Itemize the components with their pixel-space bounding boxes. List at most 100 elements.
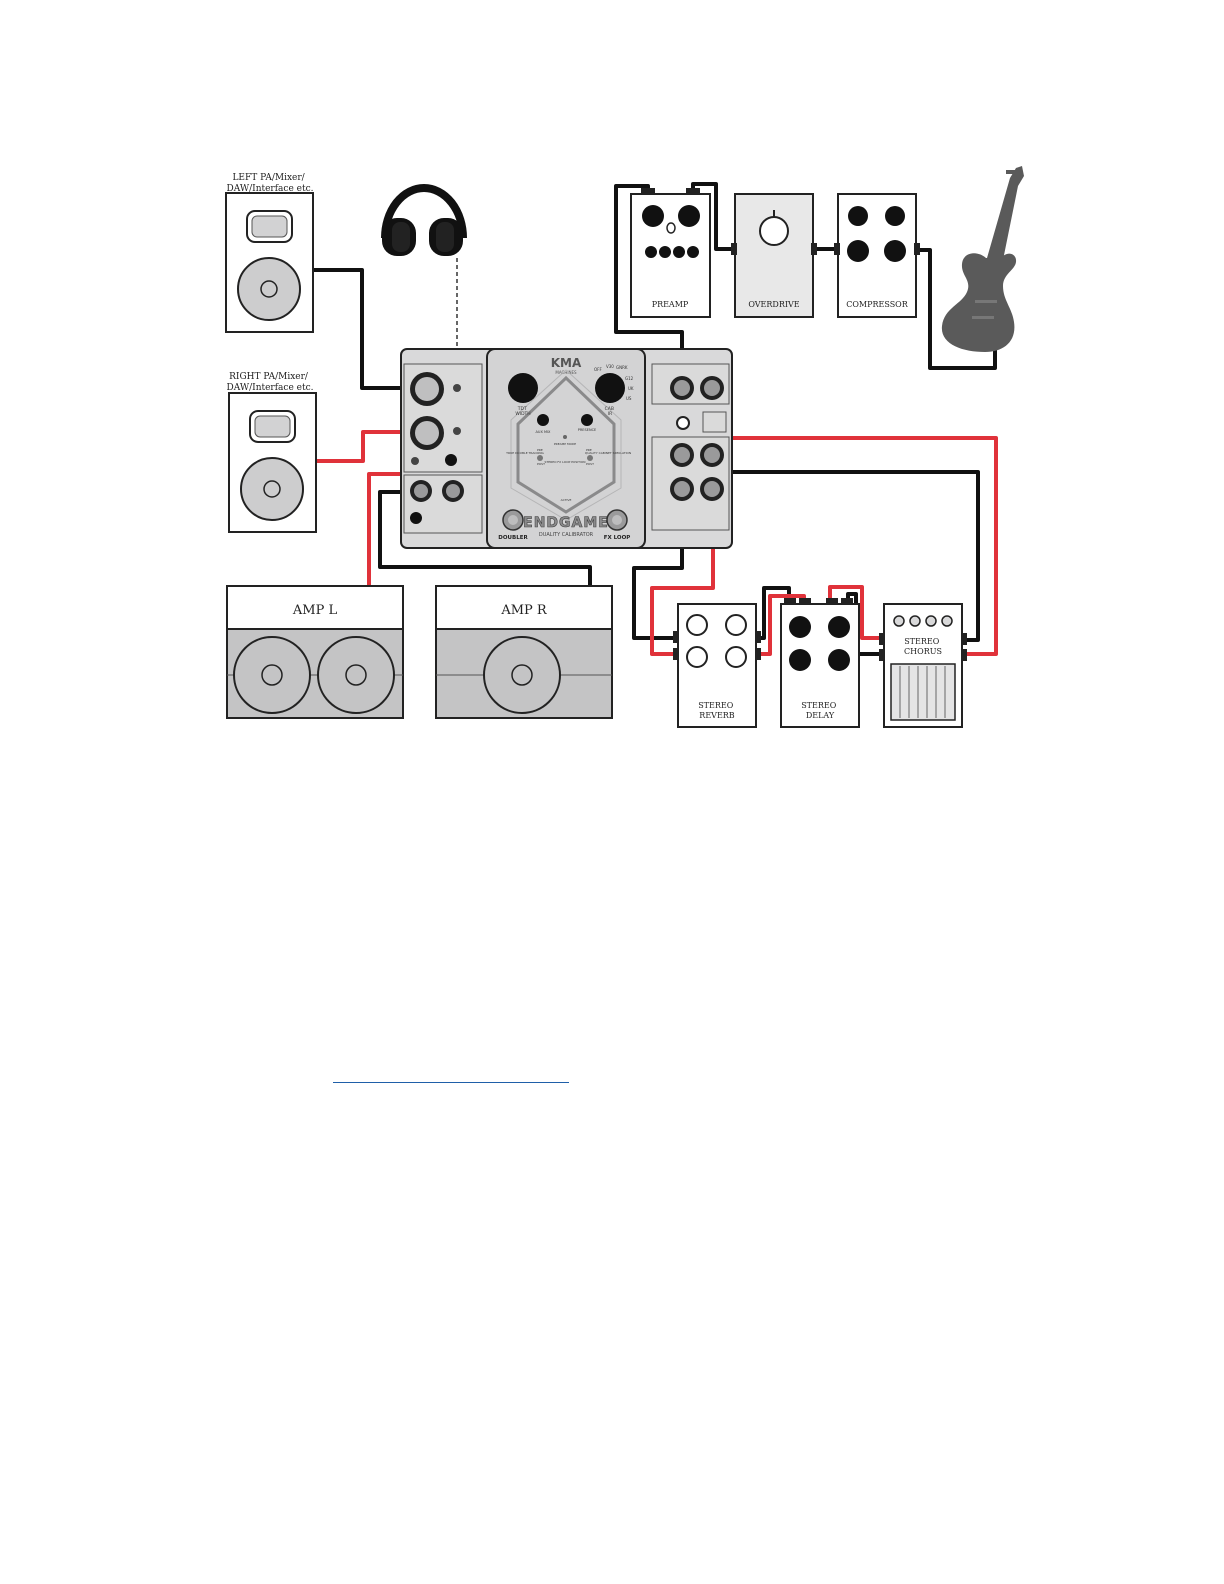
chorus-footswitch-pad[interactable] [890, 663, 956, 721]
qcs-label: QUALITY CABINET SIMULATION [585, 451, 631, 455]
reverb-knob-4[interactable] [725, 646, 747, 668]
ir-mode-off: OFF [594, 367, 602, 372]
amp-r-label: AMP R [500, 603, 548, 618]
chorus-knob-4[interactable] [941, 615, 953, 627]
reverb-knob-1[interactable] [686, 614, 708, 636]
cable-right-pa [316, 430, 418, 463]
cable-preamp-in [614, 184, 684, 380]
cable-guitar [915, 248, 997, 370]
svg-text:STEREO DELAY: STEREO DELAY [801, 701, 839, 720]
tdt-label-1: TDT [517, 406, 527, 412]
delay-knob-4[interactable] [828, 649, 850, 671]
cable-left-pa [313, 268, 410, 390]
ir-mode-gnrk: GNRK [616, 365, 628, 370]
active-label: ACTIVE [561, 498, 572, 502]
presence-label: PRESENCE [578, 428, 596, 432]
left-pa-speaker: LEFT PA/Mixer/ DAW/Interface etc. [225, 173, 314, 333]
reverb-knob-3[interactable] [686, 646, 708, 668]
fx-pre-label: PRE [586, 448, 592, 452]
chorus-knob-1[interactable] [893, 615, 905, 627]
left-pa-label-2: DAW/Interface etc. [227, 184, 314, 194]
document-link[interactable] [333, 1066, 569, 1083]
overdrive-pedal: OVERDRIVE [731, 193, 817, 318]
preamp-label: PREAMP [652, 300, 689, 309]
compressor-knob-3[interactable] [847, 240, 869, 262]
chorus-knob-2[interactable] [909, 615, 921, 627]
svg-text:STEREO REVERB: STEREO REVERB [698, 701, 736, 720]
cable-reverb-delay-2 [757, 594, 806, 656]
stereo-chorus-pedal: STEREO CHORUS [879, 603, 967, 728]
fx-loop-label: FX LOOP [604, 535, 631, 541]
aux-mix-knob[interactable] [537, 414, 549, 426]
chorus-label-1: STEREO [904, 637, 940, 646]
cable-delay-chorus-2 [846, 592, 884, 656]
amp-right: AMP R [435, 585, 613, 719]
endgame-subtitle: DUALITY CALIBRATOR [539, 532, 594, 538]
preamp-knob-2[interactable] [678, 205, 700, 227]
endgame-logo: ENDGAME [523, 515, 609, 531]
brand-sub: MACHINES [555, 370, 577, 375]
cable-send-r [650, 496, 715, 656]
tdt-post-label: POST [537, 462, 545, 466]
stereo-delay-pedal: STEREO DELAY [780, 598, 860, 728]
cable-amp-r [378, 490, 592, 586]
fx-position-switch[interactable] [587, 455, 593, 461]
fx-post-label: POST [586, 462, 594, 466]
compressor-label: COMPRESSOR [846, 300, 908, 309]
svg-text:TDT WIDTH: TDT WIDTH [515, 406, 530, 417]
cab-ir-knob[interactable] [595, 373, 625, 403]
fx-position-label: STEREO FX LOOP POSITION [545, 460, 586, 464]
chorus-label-2: CHORUS [904, 647, 942, 656]
cable-preamp-overdrive [691, 182, 736, 251]
svg-text:STEREO CHORUS: STEREO CHORUS [904, 637, 942, 656]
overdrive-knob[interactable] [759, 216, 789, 246]
reverb-label-1: STEREO [698, 701, 734, 710]
delay-knob-1[interactable] [789, 616, 811, 638]
doubler-label: DOUBLER [498, 535, 528, 541]
compressor-knob-1[interactable] [848, 206, 868, 226]
ir-mode-uk: UK [628, 386, 634, 391]
left-pa-label-1: LEFT PA/Mixer/ [232, 173, 305, 183]
preamp-mode-label: PREAMP MODE [554, 442, 576, 446]
cab-label-1: CAB [605, 406, 614, 412]
level-knob[interactable] [445, 454, 457, 466]
cables [313, 182, 998, 656]
delay-knob-2[interactable] [828, 616, 850, 638]
phones-jack[interactable] [453, 384, 461, 392]
tdt-width-knob[interactable] [508, 373, 538, 403]
ir-mode-g12: G12 [625, 376, 634, 381]
endgame-device: KMA MACHINES TDT WIDTH CAB IR OFF V30 GN… [400, 348, 733, 549]
reverb-knob-2[interactable] [725, 614, 747, 636]
cable-reverb-delay-1 [757, 586, 791, 640]
ground-lift[interactable] [676, 416, 690, 430]
svg-text:LEFT PA/Mixer/ DAW/Inter: LEFT PA/Mixer/ DAW/Interface etc. [227, 173, 314, 194]
tdt-switch-label: TRUE DOUBLE TRACKING [505, 451, 544, 455]
overdrive-label: OVERDRIVE [748, 300, 799, 309]
preamp-pedal: PREAMP [630, 188, 711, 318]
delay-label-2: DELAY [806, 711, 835, 720]
guitar-icon [941, 166, 1024, 352]
tdt-label-2: WIDTH [515, 411, 530, 417]
aux-mix-label: AUX MIX [536, 430, 552, 434]
amp-left: AMP L [226, 585, 404, 719]
ir-mode-us: US [626, 396, 632, 401]
tdt-switch[interactable] [537, 455, 543, 461]
amp-l-label: AMP L [292, 603, 338, 618]
stereo-reverb-pedal: STEREO REVERB [673, 603, 761, 728]
cab-label-2: IR [608, 411, 612, 417]
preamp-knob-1[interactable] [642, 205, 664, 227]
compressor-knob-2[interactable] [885, 206, 905, 226]
right-pa-label-1: RIGHT PA/Mixer/ [229, 372, 309, 382]
compressor-knob-4[interactable] [884, 240, 906, 262]
cable-delay-chorus-1 [828, 585, 884, 640]
reverb-label-2: REVERB [699, 711, 735, 720]
chorus-knob-3[interactable] [925, 615, 937, 627]
brand-logo: KMA [551, 356, 582, 370]
delay-label-1: STEREO [801, 701, 837, 710]
presence-knob[interactable] [581, 414, 593, 426]
delay-knob-3[interactable] [789, 649, 811, 671]
right-pa-label-2: DAW/Interface etc. [227, 383, 314, 393]
svg-text:RIGHT PA/Mixer/ DAW/Inte: RIGHT PA/Mixer/ DAW/Interface etc. [227, 372, 314, 393]
svg-text:CAB IR: CAB IR [605, 406, 616, 417]
